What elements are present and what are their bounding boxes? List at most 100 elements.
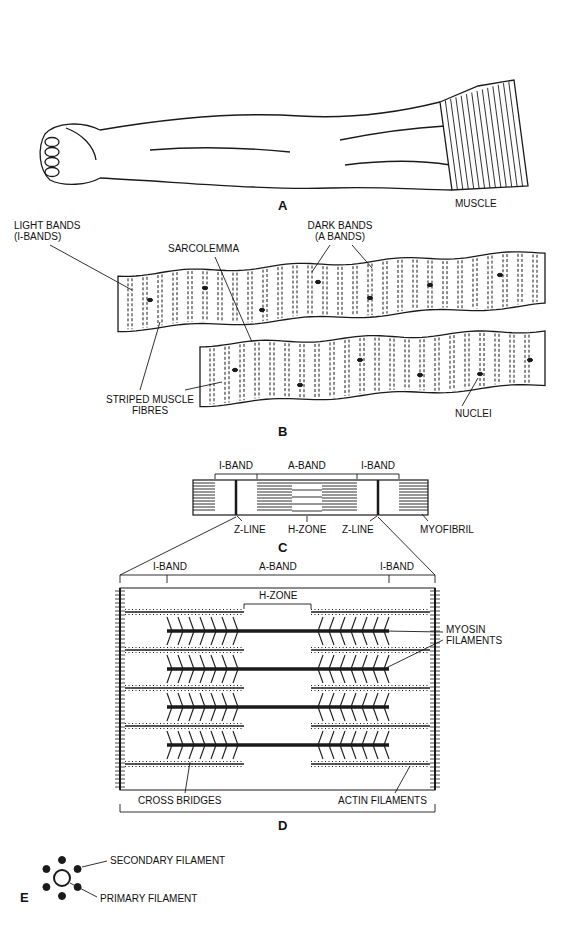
band-hatching: [399, 501, 428, 502]
part-label: DARK BANDS (A BANDS): [302, 220, 378, 242]
z-line: [119, 588, 121, 790]
cross-bridge: [329, 707, 334, 721]
z-line-hatch: [115, 599, 125, 600]
cross-bridge: [351, 631, 356, 645]
leader-line: [215, 257, 252, 342]
z-line-hatch: [430, 671, 440, 672]
cross-bridge: [329, 693, 334, 707]
cross-bridge: [329, 617, 334, 631]
panel-letter: A: [278, 198, 287, 213]
fibre-band: [503, 254, 504, 307]
fibre-band: [394, 339, 395, 390]
h-zone-bracket: [244, 604, 311, 605]
fibre-band: [285, 343, 286, 396]
fibre-band: [364, 338, 365, 393]
panel-letter: D: [278, 818, 287, 833]
fibre-band: [334, 342, 335, 397]
fibre-band: [522, 254, 523, 304]
z-line-hatch: [115, 635, 125, 636]
part-label: STRIPED MUSCLE FIBRES: [104, 394, 196, 416]
arm-outline: [66, 128, 96, 160]
muscle-striation: [445, 100, 457, 189]
band-hatching: [193, 483, 215, 484]
fibre-band: [462, 260, 463, 308]
fibre-band: [387, 261, 388, 313]
cross-bridge: [373, 655, 378, 669]
band-hatching: [322, 498, 357, 499]
actin-filament: [311, 687, 430, 688]
muscle-striation: [498, 85, 512, 187]
bracket-tick: [215, 474, 216, 479]
arm-outline: [340, 126, 445, 140]
cross-bridge: [211, 631, 216, 645]
band-hatching: [292, 490, 322, 491]
actin-filament: [311, 649, 430, 650]
z-line-hatch: [115, 711, 125, 712]
fibre-band: [210, 349, 211, 405]
fibre-band: [214, 348, 215, 404]
cross-bridge: [178, 631, 183, 645]
actin-filament: [125, 649, 244, 650]
z-line-hatch: [430, 639, 440, 640]
myosin-filament: [167, 629, 389, 633]
fibre-band: [270, 342, 271, 397]
fibre-band: [315, 344, 316, 398]
cross-bridge: [351, 707, 356, 721]
actin-stipple: [311, 766, 430, 767]
fibre-band: [424, 339, 425, 390]
nucleus: [357, 358, 362, 361]
cross-bridge: [362, 631, 367, 645]
band-hatching: [257, 501, 292, 502]
fibre-band: [488, 256, 489, 308]
z-line-hatch: [115, 687, 125, 688]
cross-bridge: [318, 631, 323, 645]
leader-line: [462, 378, 478, 406]
z-line-hatch: [115, 675, 125, 676]
z-line: [377, 480, 380, 515]
fibre-band: [128, 278, 129, 329]
cross-bridge: [200, 655, 205, 669]
cross-bridge: [178, 731, 183, 745]
cross-bridge: [340, 745, 345, 759]
cross-bridge: [233, 617, 238, 631]
actin-filament: [125, 687, 244, 688]
z-line-hatch: [430, 635, 440, 636]
actin-stipple: [125, 614, 244, 615]
cross-bridge: [351, 693, 356, 707]
leader-line: [140, 322, 160, 390]
fibre-band: [252, 271, 253, 322]
secondary-filament: [43, 884, 50, 891]
z-line-hatch: [430, 707, 440, 708]
cross-bridge: [233, 745, 238, 759]
secondary-filament: [74, 866, 81, 873]
z-line-hatch: [115, 739, 125, 740]
fibre-band: [507, 254, 508, 306]
z-line-hatch: [430, 647, 440, 648]
cross-bridge: [373, 707, 378, 721]
fibre-band: [353, 266, 354, 315]
fibre-band: [417, 260, 418, 309]
z-line-hatch: [115, 619, 125, 620]
muscle-striation: [503, 83, 517, 186]
actin-stipple: [311, 614, 430, 615]
fibre-band: [192, 271, 193, 322]
nucleus: [259, 308, 264, 311]
fibre-band: [237, 273, 238, 323]
leader-line: [384, 640, 443, 669]
band-hatching: [399, 504, 428, 505]
cross-bridge: [189, 617, 194, 631]
fibre-band: [147, 277, 148, 328]
leader-line: [185, 382, 222, 390]
cross-section-illustration: [43, 857, 81, 900]
cross-bridge: [384, 617, 389, 631]
z-line-hatch: [115, 723, 125, 724]
cross-bridge: [329, 745, 334, 759]
part-label: I-BAND: [380, 561, 414, 572]
z-line-hatch: [115, 595, 125, 596]
actin-stipple: [125, 723, 244, 724]
cross-bridge: [384, 693, 389, 707]
fibre-band: [162, 274, 163, 325]
z-line-hatch: [115, 787, 125, 788]
cross-bridge: [340, 669, 345, 683]
